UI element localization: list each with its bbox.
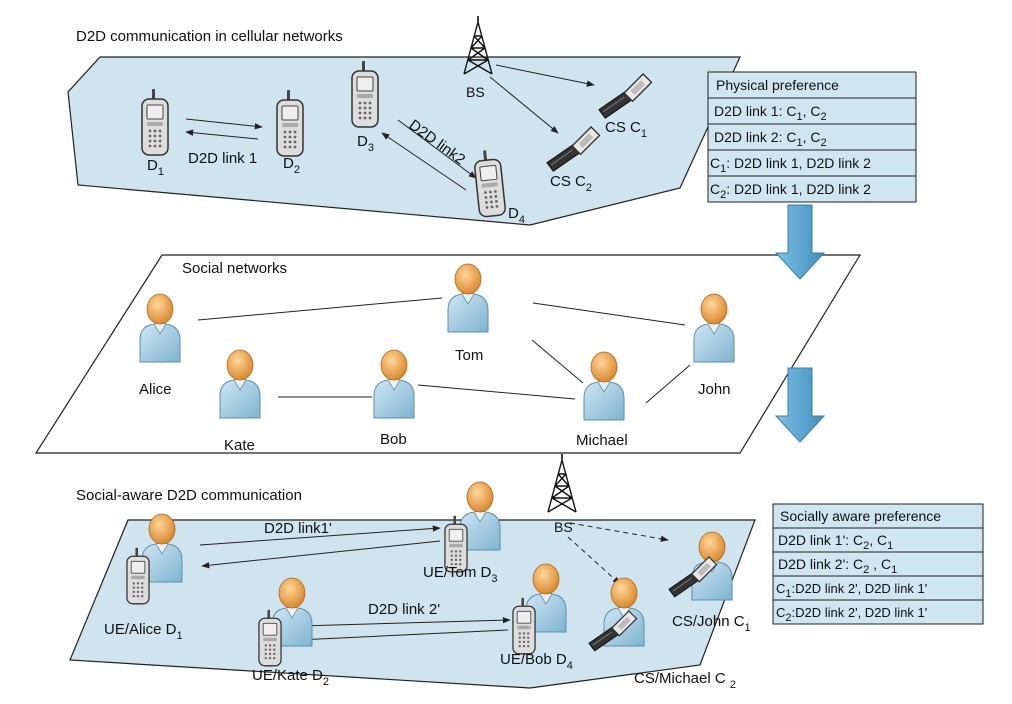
- d4-label: D4: [508, 205, 525, 226]
- cs-michael-label: CS/Michael C 2: [634, 670, 736, 691]
- physical-table-header: Physical preference: [716, 77, 839, 93]
- d2d-link2-prime-label: D2D link 2': [368, 601, 440, 618]
- d2-label: D2: [283, 155, 300, 176]
- physical-table-row: C1: D2D link 1, D2D link 2: [710, 155, 871, 175]
- social-table-row: C1:D2D link 2', D2D link 1': [776, 581, 927, 600]
- tower-icon: [547, 453, 577, 513]
- social-links: [197, 297, 691, 404]
- phone-icon: [126, 547, 150, 605]
- phone-icon: [141, 88, 169, 156]
- bottom-links: [199, 522, 669, 643]
- cs-c1-label: CS C1: [605, 119, 647, 140]
- ue-tom-label: UE/Tom D3: [423, 564, 497, 585]
- d1-label: D1: [147, 157, 164, 178]
- social-name-john: John: [698, 381, 731, 398]
- ue-bob-label: UE/Bob D4: [500, 651, 573, 672]
- phone-icon: [276, 89, 304, 157]
- social-table-row: D2D link 1': C2, C1: [778, 532, 893, 552]
- social-name-kate: Kate: [224, 437, 255, 454]
- social-name-tom: Tom: [455, 347, 483, 364]
- phone-icon: [512, 597, 536, 655]
- top-plane: [67, 56, 741, 226]
- cs-c2-label: CS C2: [550, 173, 592, 194]
- physical-table-row: D2D link 1: C1, C2: [714, 103, 827, 123]
- physical-table-row: D2D link 2: C1, C2: [714, 129, 827, 149]
- ue-kate-label: UE/Kate D2: [252, 667, 329, 688]
- phone-icon: [258, 609, 282, 667]
- phone-icon: [351, 60, 379, 128]
- physical-preference-table: Physical preference D2D link 1: C1, C2 D…: [707, 71, 917, 203]
- d3-label: D3: [357, 133, 374, 154]
- bottom-panel-title: Social-aware D2D communication: [76, 487, 302, 504]
- middle-panel-title: Social networks: [182, 260, 287, 277]
- social-table-row: D2D link 2': C2 , C1: [778, 556, 897, 576]
- social-name-michael: Michael: [576, 432, 628, 449]
- ue-alice-label: UE/Alice D1: [104, 621, 183, 642]
- top-panel-title: D2D communication in cellular networks: [76, 28, 343, 45]
- d2d-link1-prime-label: D2D link1': [264, 520, 332, 537]
- bottom-bs-label: BS: [554, 519, 573, 535]
- d2d-link1-label: D2D link 1: [188, 150, 257, 167]
- physical-table-row: C2: D2D link 1, D2D link 2: [710, 181, 871, 201]
- bs-label: BS: [466, 84, 485, 100]
- cs-john-label: CS/John C1: [672, 613, 751, 634]
- top-links: [185, 64, 595, 191]
- social-table-row: C2:D2D link 2', D2D link 1': [776, 605, 927, 624]
- social-table-header: Socially aware preference: [780, 508, 941, 524]
- social-name-bob: Bob: [380, 431, 407, 448]
- socially-aware-preference-table: Socially aware preference D2D link 1': C…: [772, 503, 984, 625]
- social-name-alice: Alice: [139, 381, 172, 398]
